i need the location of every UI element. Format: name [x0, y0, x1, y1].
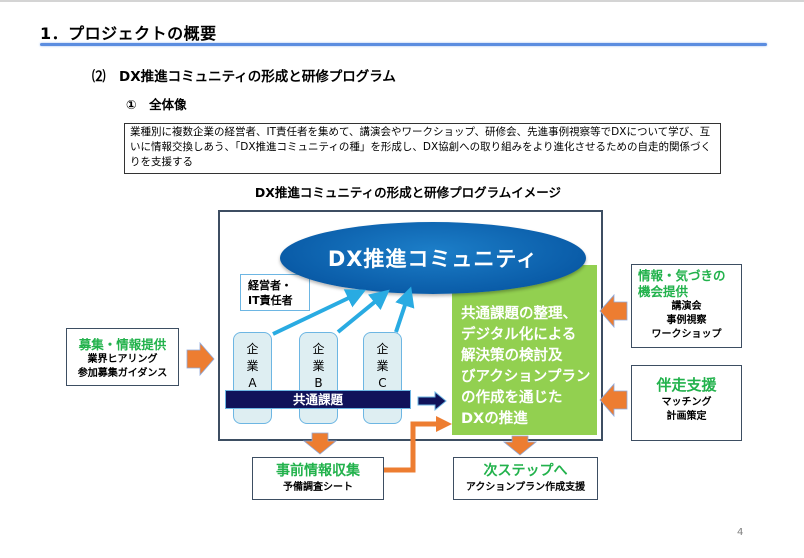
next-step-title: 次ステップへ [483, 463, 568, 479]
company-char: 業 [376, 359, 389, 373]
section-heading: ⑵ DX推進コミュニティの形成と研修プログラム [92, 69, 396, 85]
participants-label: 経営者・ IT責任者 [240, 274, 310, 311]
diagram-title: DX推進コミュニティの形成と研修プログラムイメージ [254, 185, 562, 200]
company-char: 企 [312, 342, 325, 356]
green-line: 共通課題の整理、 [461, 306, 577, 322]
company-char: A [248, 376, 257, 390]
orange-arrow-left-icon [599, 293, 628, 329]
participants-line: 経営者・ [248, 279, 292, 292]
info-item: 講演会 [671, 301, 702, 312]
green-line: 解決策の検討及 [461, 348, 563, 364]
common-issue-bar: 共通課題 [225, 390, 411, 409]
info-item: 事例視察 [666, 315, 707, 326]
company-char: B [314, 376, 323, 390]
next-step-item: アクションプラン作成支援 [465, 482, 586, 493]
title-underline [40, 43, 767, 46]
accompany-title: 伴走支援 [656, 376, 717, 394]
dx-community-ellipse: DX推進コミュニティ [280, 222, 586, 294]
recruitment-title: 募集・情報提供 [78, 337, 167, 352]
recruitment-item: 参加募集ガイダンス [77, 368, 168, 379]
pre-collection-title: 事前情報収集 [276, 463, 360, 479]
accompany-box: 伴走支援 マッチング 計画策定 [631, 365, 742, 441]
info-title: 情報・気づきの [638, 268, 726, 283]
page-title: 1．プロジェクトの概要 [40, 24, 217, 43]
info-opportunity-box: 情報・気づきの 機会提供 講演会 事例視察 ワークショップ [631, 264, 742, 348]
green-line: DXの推進 [461, 411, 528, 427]
green-line: の作成を通じた [461, 390, 563, 406]
green-line: デジタル化による [461, 327, 577, 343]
recruitment-item: 業界ヒアリング [87, 354, 158, 365]
description-box: 業種別に複数企業の経営者、IT責任者を集めて、講演会やワークショップ、研修会、先… [124, 123, 721, 174]
page-number: 4 [737, 527, 744, 538]
company-char: 企 [376, 342, 389, 356]
company-c: 企 業 C [363, 332, 402, 424]
participants-line: IT責任者 [248, 294, 293, 307]
company-b: 企 業 B [299, 332, 338, 424]
orange-arrow-left-icon [599, 382, 628, 418]
accompany-item: マッチング [661, 397, 712, 408]
pre-collection-item: 予備調査シート [283, 482, 353, 493]
recruitment-box: 募集・情報提供 業界ヒアリング 参加募集ガイダンス [66, 328, 179, 386]
pre-collection-box: 事前情報収集 予備調査シート [252, 457, 384, 500]
company-a: 企 業 A [233, 332, 272, 424]
company-char: C [378, 376, 387, 390]
green-line: びアクションプラン [461, 369, 591, 385]
top-border [0, 0, 804, 2]
next-step-box: 次ステップへ アクションプラン作成支援 [453, 457, 598, 500]
dx-promotion-box: 共通課題の整理、 デジタル化による 解決策の検討及 びアクションプラン の作成を… [452, 265, 597, 435]
accompany-item: 計画策定 [666, 411, 707, 422]
subsection-heading: ① 全体像 [126, 97, 187, 112]
company-char: 業 [246, 359, 259, 373]
info-item: ワークショップ [651, 329, 722, 340]
company-char: 業 [312, 359, 325, 373]
info-title: 機会提供 [638, 284, 689, 299]
company-char: 企 [246, 342, 259, 356]
orange-arrow-right-icon [186, 341, 215, 377]
